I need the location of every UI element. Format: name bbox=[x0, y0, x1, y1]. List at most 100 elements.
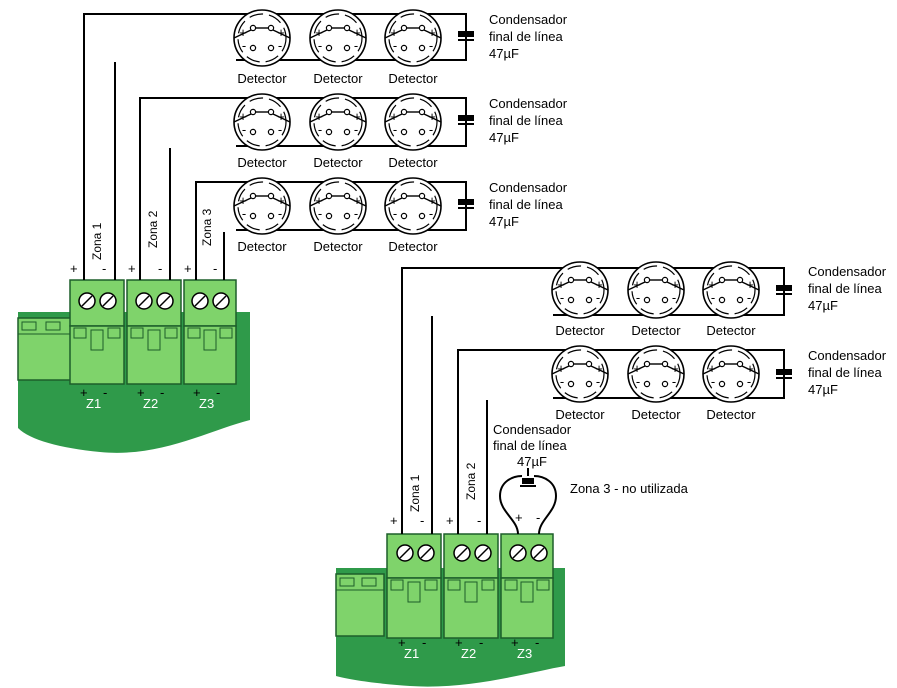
right-z3-label: Z3 bbox=[517, 646, 532, 661]
left-wire-z2-minus: - bbox=[158, 261, 162, 276]
detector-plus: + bbox=[671, 361, 679, 376]
detector-plus: + bbox=[390, 109, 398, 124]
detector-plus: + bbox=[315, 25, 323, 40]
detector-plus: + bbox=[746, 277, 754, 292]
cap-label-line3: 47µF bbox=[489, 46, 519, 61]
right-z1-minus: - bbox=[422, 635, 426, 650]
detector-plus: + bbox=[428, 25, 436, 40]
detector-base: ++--Detector bbox=[233, 177, 291, 254]
zone3-cap-line1: Condensador bbox=[493, 422, 572, 437]
detector-minus: - bbox=[278, 38, 282, 53]
detector-plus: + bbox=[671, 277, 679, 292]
detector-label: Detector bbox=[313, 239, 363, 254]
detector-base: ++--Detector bbox=[384, 177, 442, 254]
left-z2-label: Z2 bbox=[143, 396, 158, 411]
right-z2-minus: - bbox=[479, 635, 483, 650]
detector-minus: - bbox=[242, 122, 246, 137]
cap-label-line1: Condensador bbox=[489, 12, 568, 27]
right-wire-z1-plus: + bbox=[390, 513, 398, 528]
detector-minus: - bbox=[636, 290, 640, 305]
detector-label: Detector bbox=[706, 323, 756, 338]
detector-plus: + bbox=[315, 193, 323, 208]
left-wire-z3-minus: - bbox=[213, 261, 217, 276]
detector-base: ++--Detector bbox=[627, 261, 685, 338]
detector-label: Detector bbox=[631, 323, 681, 338]
left-terminal-z3 bbox=[183, 279, 237, 385]
detector-minus: - bbox=[429, 206, 433, 221]
detector-minus: - bbox=[278, 122, 282, 137]
detector-minus: - bbox=[242, 38, 246, 53]
right-z1-plus: + bbox=[398, 635, 406, 650]
detector-minus: - bbox=[354, 206, 358, 221]
cap-label-line2: final de línea bbox=[808, 281, 882, 296]
right-z2-plus: + bbox=[455, 635, 463, 650]
detector-label: Detector bbox=[388, 155, 438, 170]
right-z1-label: Z1 bbox=[404, 646, 419, 661]
detector-plus: + bbox=[595, 361, 603, 376]
detector-minus: - bbox=[711, 374, 715, 389]
detector-minus: - bbox=[596, 374, 600, 389]
cap-label-line2: final de línea bbox=[808, 365, 882, 380]
detector-minus: - bbox=[354, 38, 358, 53]
detector-plus: + bbox=[557, 361, 565, 376]
zone3-cap-line3: 47µF bbox=[517, 454, 547, 469]
detector-plus: + bbox=[428, 109, 436, 124]
left-wire-z1-plus: + bbox=[70, 261, 78, 276]
detector-minus: - bbox=[596, 290, 600, 305]
left-zone1-label: Zona 1 bbox=[90, 222, 104, 260]
detector-base: ++--Detector bbox=[233, 9, 291, 86]
cap-label-line1: Condensador bbox=[808, 348, 887, 363]
detector-minus: - bbox=[393, 38, 397, 53]
detector-base: ++--Detector bbox=[309, 177, 367, 254]
detector-plus: + bbox=[353, 109, 361, 124]
detector-minus: - bbox=[393, 122, 397, 137]
detector-base: ++--Detector bbox=[627, 345, 685, 422]
left-z3-label: Z3 bbox=[199, 396, 214, 411]
zone3-unused-label: Zona 3 - no utilizada bbox=[570, 481, 689, 496]
detector-label: Detector bbox=[706, 407, 756, 422]
detector-base: ++--Detector bbox=[702, 345, 760, 422]
right-wire-z2-plus: + bbox=[446, 513, 454, 528]
detector-label: Detector bbox=[237, 71, 287, 86]
left-z3-plus: + bbox=[193, 385, 201, 400]
eol-capacitor: Condensador final de línea 47µF bbox=[776, 264, 887, 314]
detector-group: ++--Detector++--Detector++--Detector++--… bbox=[233, 9, 760, 422]
eol-capacitor: Condensador final de línea 47µF bbox=[776, 348, 887, 398]
detector-minus: - bbox=[354, 122, 358, 137]
detector-base: ++--Detector bbox=[233, 93, 291, 170]
detector-minus: - bbox=[429, 38, 433, 53]
right-wire-z3-plus: + bbox=[515, 510, 523, 525]
detector-plus: + bbox=[390, 193, 398, 208]
right-wire-z2-minus: - bbox=[477, 513, 481, 528]
left-terminal-z2 bbox=[126, 279, 182, 385]
cap-label-line1: Condensador bbox=[808, 264, 887, 279]
detector-minus: - bbox=[318, 206, 322, 221]
detector-minus: - bbox=[747, 374, 751, 389]
right-z3-plus: + bbox=[511, 635, 519, 650]
cap-label-line3: 47µF bbox=[808, 298, 838, 313]
left-z1-plus: + bbox=[80, 385, 88, 400]
detector-base: ++--Detector bbox=[384, 93, 442, 170]
detector-minus: - bbox=[672, 290, 676, 305]
detector-plus: + bbox=[239, 193, 247, 208]
left-z3-minus: - bbox=[216, 385, 220, 400]
detector-plus: + bbox=[315, 109, 323, 124]
right-zone1-label: Zona 1 bbox=[408, 474, 422, 512]
right-z3-minus: - bbox=[535, 635, 539, 650]
detector-plus: + bbox=[353, 25, 361, 40]
right-wire-z1-minus: - bbox=[420, 513, 424, 528]
detector-minus: - bbox=[393, 206, 397, 221]
detector-base: ++--Detector bbox=[309, 93, 367, 170]
detector-plus: + bbox=[708, 277, 716, 292]
detector-plus: + bbox=[390, 25, 398, 40]
cap-label-line3: 47µF bbox=[489, 130, 519, 145]
detector-base: ++--Detector bbox=[551, 345, 609, 422]
detector-minus: - bbox=[636, 374, 640, 389]
cap-label-line3: 47µF bbox=[808, 382, 838, 397]
detector-minus: - bbox=[242, 206, 246, 221]
detector-base: ++--Detector bbox=[309, 9, 367, 86]
detector-minus: - bbox=[672, 374, 676, 389]
cap-label-line3: 47µF bbox=[489, 214, 519, 229]
